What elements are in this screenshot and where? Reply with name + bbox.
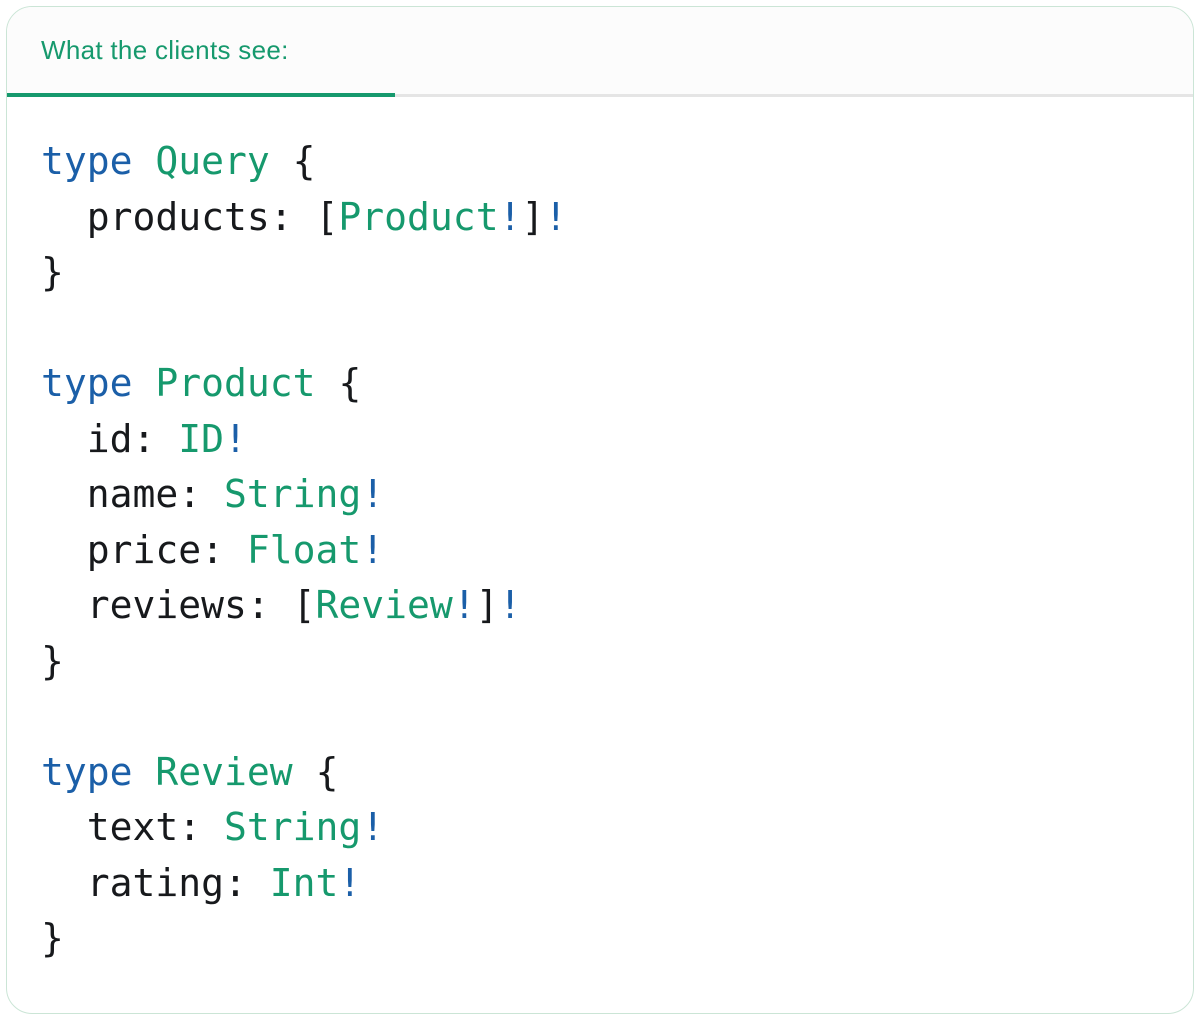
code-token-typename: Review bbox=[155, 749, 293, 794]
code-token-plain: } bbox=[41, 638, 64, 683]
code-token-plain: { bbox=[315, 361, 362, 405]
code-token-keyword: ! bbox=[338, 860, 362, 905]
code-token-typename: ID bbox=[178, 416, 225, 461]
card-header: What the clients see: bbox=[7, 7, 1193, 97]
code-token-typename: Product bbox=[155, 361, 316, 405]
code-token-plain: rating: bbox=[41, 860, 270, 905]
code-token-plain: } bbox=[41, 916, 64, 960]
code-line: type Product { bbox=[41, 356, 1163, 412]
code-line: } bbox=[41, 245, 1163, 301]
code-token-keyword: ! bbox=[361, 805, 385, 849]
schema-card: What the clients see: type Query { produ… bbox=[6, 6, 1194, 1014]
code-token-plain bbox=[133, 361, 156, 405]
code-token-typename: Review bbox=[315, 583, 453, 627]
code-token-keyword: ! bbox=[452, 583, 476, 627]
code-token-keyword: type bbox=[41, 361, 133, 405]
code-token-plain: } bbox=[41, 250, 64, 294]
code-token-plain: name: bbox=[41, 472, 225, 516]
code-token-plain: { bbox=[269, 139, 316, 183]
code-line: text: String! bbox=[41, 800, 1163, 856]
code-line: products: [Product!]! bbox=[41, 190, 1163, 246]
code-token-plain: { bbox=[292, 749, 339, 794]
code-token-keyword: type bbox=[41, 749, 133, 794]
code-line: reviews: [Review!]! bbox=[41, 578, 1163, 634]
code-line: } bbox=[41, 634, 1163, 690]
code-line: } bbox=[41, 911, 1163, 967]
code-token-typename: Float bbox=[246, 527, 362, 572]
code-token-plain bbox=[133, 750, 156, 794]
code-token-plain: reviews: [ bbox=[41, 583, 316, 627]
code-token-typename: String bbox=[224, 472, 362, 516]
code-token-plain: id: bbox=[41, 416, 179, 461]
code-line bbox=[41, 301, 1163, 357]
code-line: name: String! bbox=[41, 467, 1163, 523]
code-token-keyword: ! bbox=[498, 583, 522, 627]
code-line: price: Float! bbox=[41, 523, 1163, 579]
code-line: rating: Int! bbox=[41, 856, 1163, 912]
code-token-plain: ] bbox=[475, 583, 499, 627]
code-token-plain: text: bbox=[41, 805, 225, 849]
tab-label: What the clients see: bbox=[41, 35, 289, 65]
code-token-keyword: ! bbox=[361, 472, 385, 516]
code-token-plain: ] bbox=[521, 194, 545, 239]
code-line bbox=[41, 689, 1163, 745]
code-token-keyword: ! bbox=[544, 194, 568, 239]
code-token-keyword: ! bbox=[361, 527, 385, 572]
code-line: id: ID! bbox=[41, 412, 1163, 468]
active-tab-underline bbox=[7, 93, 395, 97]
code-token-typename: Query bbox=[155, 139, 270, 183]
code-token-keyword: type bbox=[41, 139, 133, 183]
code-line: type Query { bbox=[41, 134, 1163, 190]
code-line: type Review { bbox=[41, 745, 1163, 801]
code-token-plain: price: bbox=[41, 527, 247, 572]
code-token-keyword: ! bbox=[498, 194, 522, 239]
code-block: type Query { products: [Product!]!} type… bbox=[7, 97, 1193, 967]
code-token-typename: Product bbox=[338, 194, 499, 239]
code-token-typename: String bbox=[224, 805, 362, 849]
tab-what-clients-see[interactable]: What the clients see: bbox=[41, 35, 289, 66]
code-token-plain bbox=[133, 139, 156, 183]
code-token-keyword: ! bbox=[224, 416, 247, 461]
code-token-plain: products: [ bbox=[41, 194, 339, 239]
code-token-typename: Int bbox=[269, 860, 339, 905]
